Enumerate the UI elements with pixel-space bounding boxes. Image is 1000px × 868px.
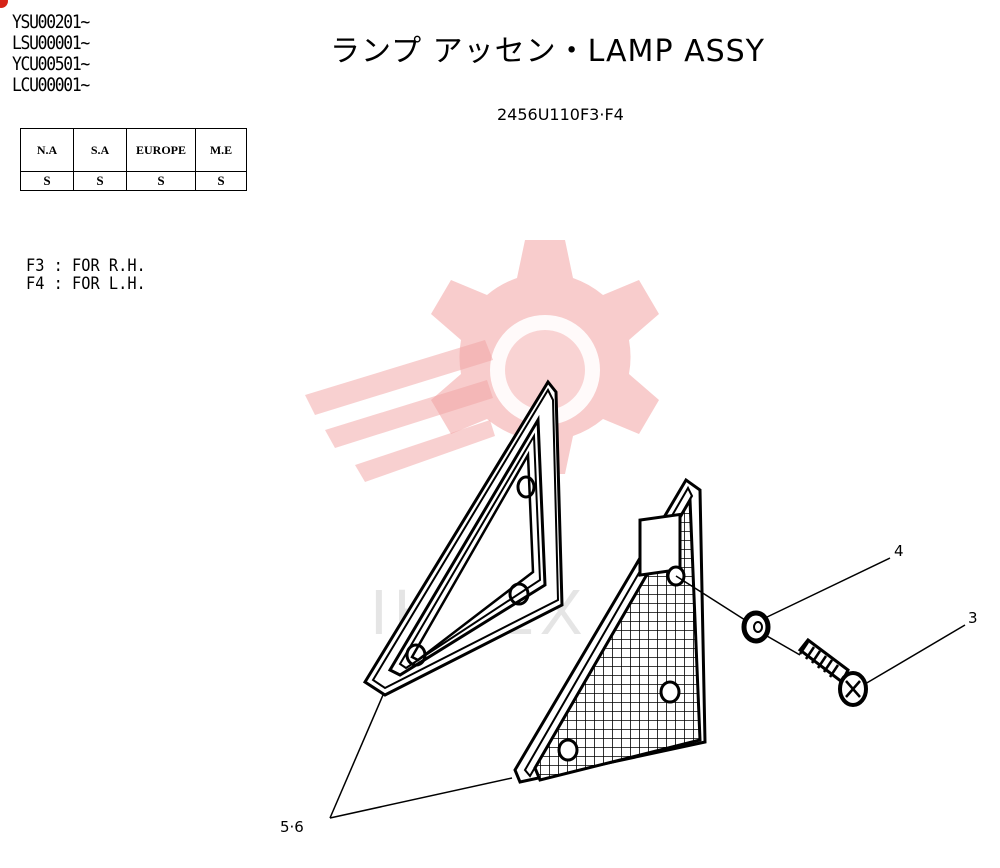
washer [741, 610, 771, 644]
region-table: N.A S.A EUROPE M.E S S S S [20, 128, 247, 191]
leader-lines [329, 557, 966, 819]
reflector-lens [513, 477, 707, 784]
callout-screw: 3 [968, 609, 978, 627]
serial-number: LCU00001~ [12, 74, 90, 96]
region-value: S [195, 171, 247, 191]
reflector-frame [362, 379, 564, 697]
region-header: EUROPE [126, 128, 196, 172]
assembly-axis [675, 575, 746, 621]
callout-reflector-set: 5·6 [280, 818, 304, 836]
callout-washer: 4 [894, 542, 904, 560]
region-header: M.E [195, 128, 247, 172]
serial-number: YCU00501~ [12, 53, 90, 75]
serial-number: LSU00001~ [12, 32, 90, 54]
region-header: N.A [20, 128, 74, 172]
screw [797, 637, 868, 707]
serial-number-list: YSU00201~ LSU00001~ YCU00501~ LCU00001~ [12, 11, 90, 96]
page-title: ランプ アッセン・LAMP ASSY [330, 34, 766, 69]
part-number: 2456U110F3·F4 [497, 105, 624, 124]
legend-line: F4 : FOR L.H. [26, 274, 146, 294]
corner-mark [0, 0, 8, 8]
region-value: S [126, 171, 196, 191]
variant-legend: F3 : FOR R.H. F4 : FOR L.H. [26, 257, 146, 293]
legend-line: F3 : FOR R.H. [26, 256, 146, 276]
serial-number: YSU00201~ [12, 11, 90, 33]
gear-watermark-icon [305, 240, 659, 482]
